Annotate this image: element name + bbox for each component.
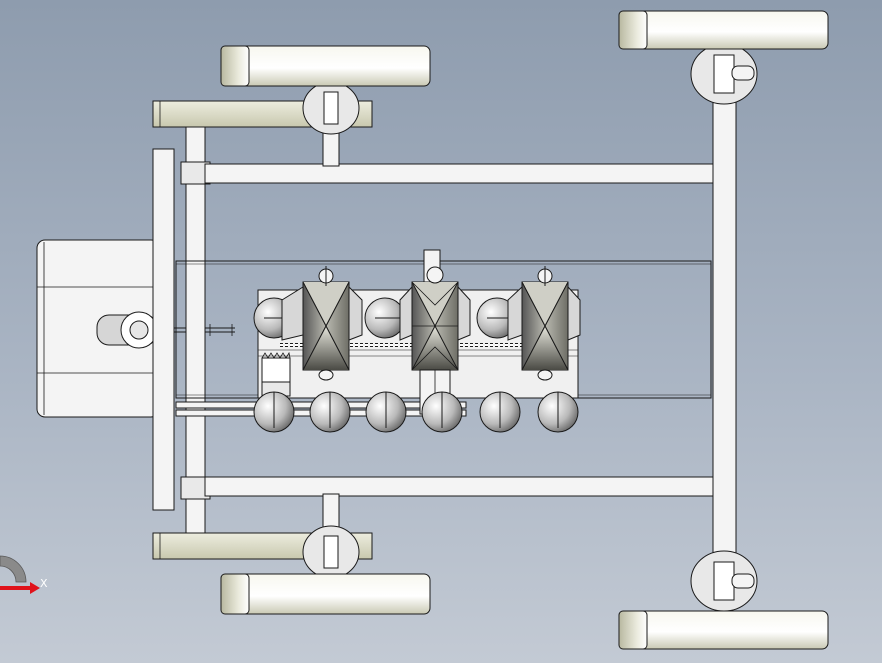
front-left-hub <box>302 81 360 167</box>
front-right-wheel <box>220 573 431 615</box>
orientation-triad: X <box>0 555 48 594</box>
rear-left-wheel <box>618 10 829 50</box>
lower-disc <box>537 391 579 433</box>
rear-axle-beam <box>712 61 737 603</box>
front-steering-shaft <box>180 125 211 535</box>
rear-right-hub <box>690 550 758 612</box>
lower-disc <box>253 391 295 433</box>
frame-bottom-rail <box>204 476 716 497</box>
x-axis-label: X <box>40 577 48 590</box>
frame-top-rail <box>204 163 716 184</box>
front-crossbar <box>152 148 175 511</box>
lower-disc <box>421 391 463 433</box>
lower-disc <box>479 391 521 433</box>
front-left-wheel <box>220 45 431 87</box>
rear-right-wheel <box>618 610 829 650</box>
front-right-hub <box>302 493 360 579</box>
pyramid-block-3 <box>507 266 581 381</box>
rear-left-hub <box>690 43 758 105</box>
lower-disc <box>309 391 351 433</box>
gear-train <box>261 351 291 397</box>
lower-disc-row <box>253 391 579 433</box>
pyramid-block-1 <box>281 266 363 381</box>
x-axis-arrow <box>0 586 30 590</box>
lower-disc <box>365 391 407 433</box>
motor-output-hub <box>96 311 158 349</box>
